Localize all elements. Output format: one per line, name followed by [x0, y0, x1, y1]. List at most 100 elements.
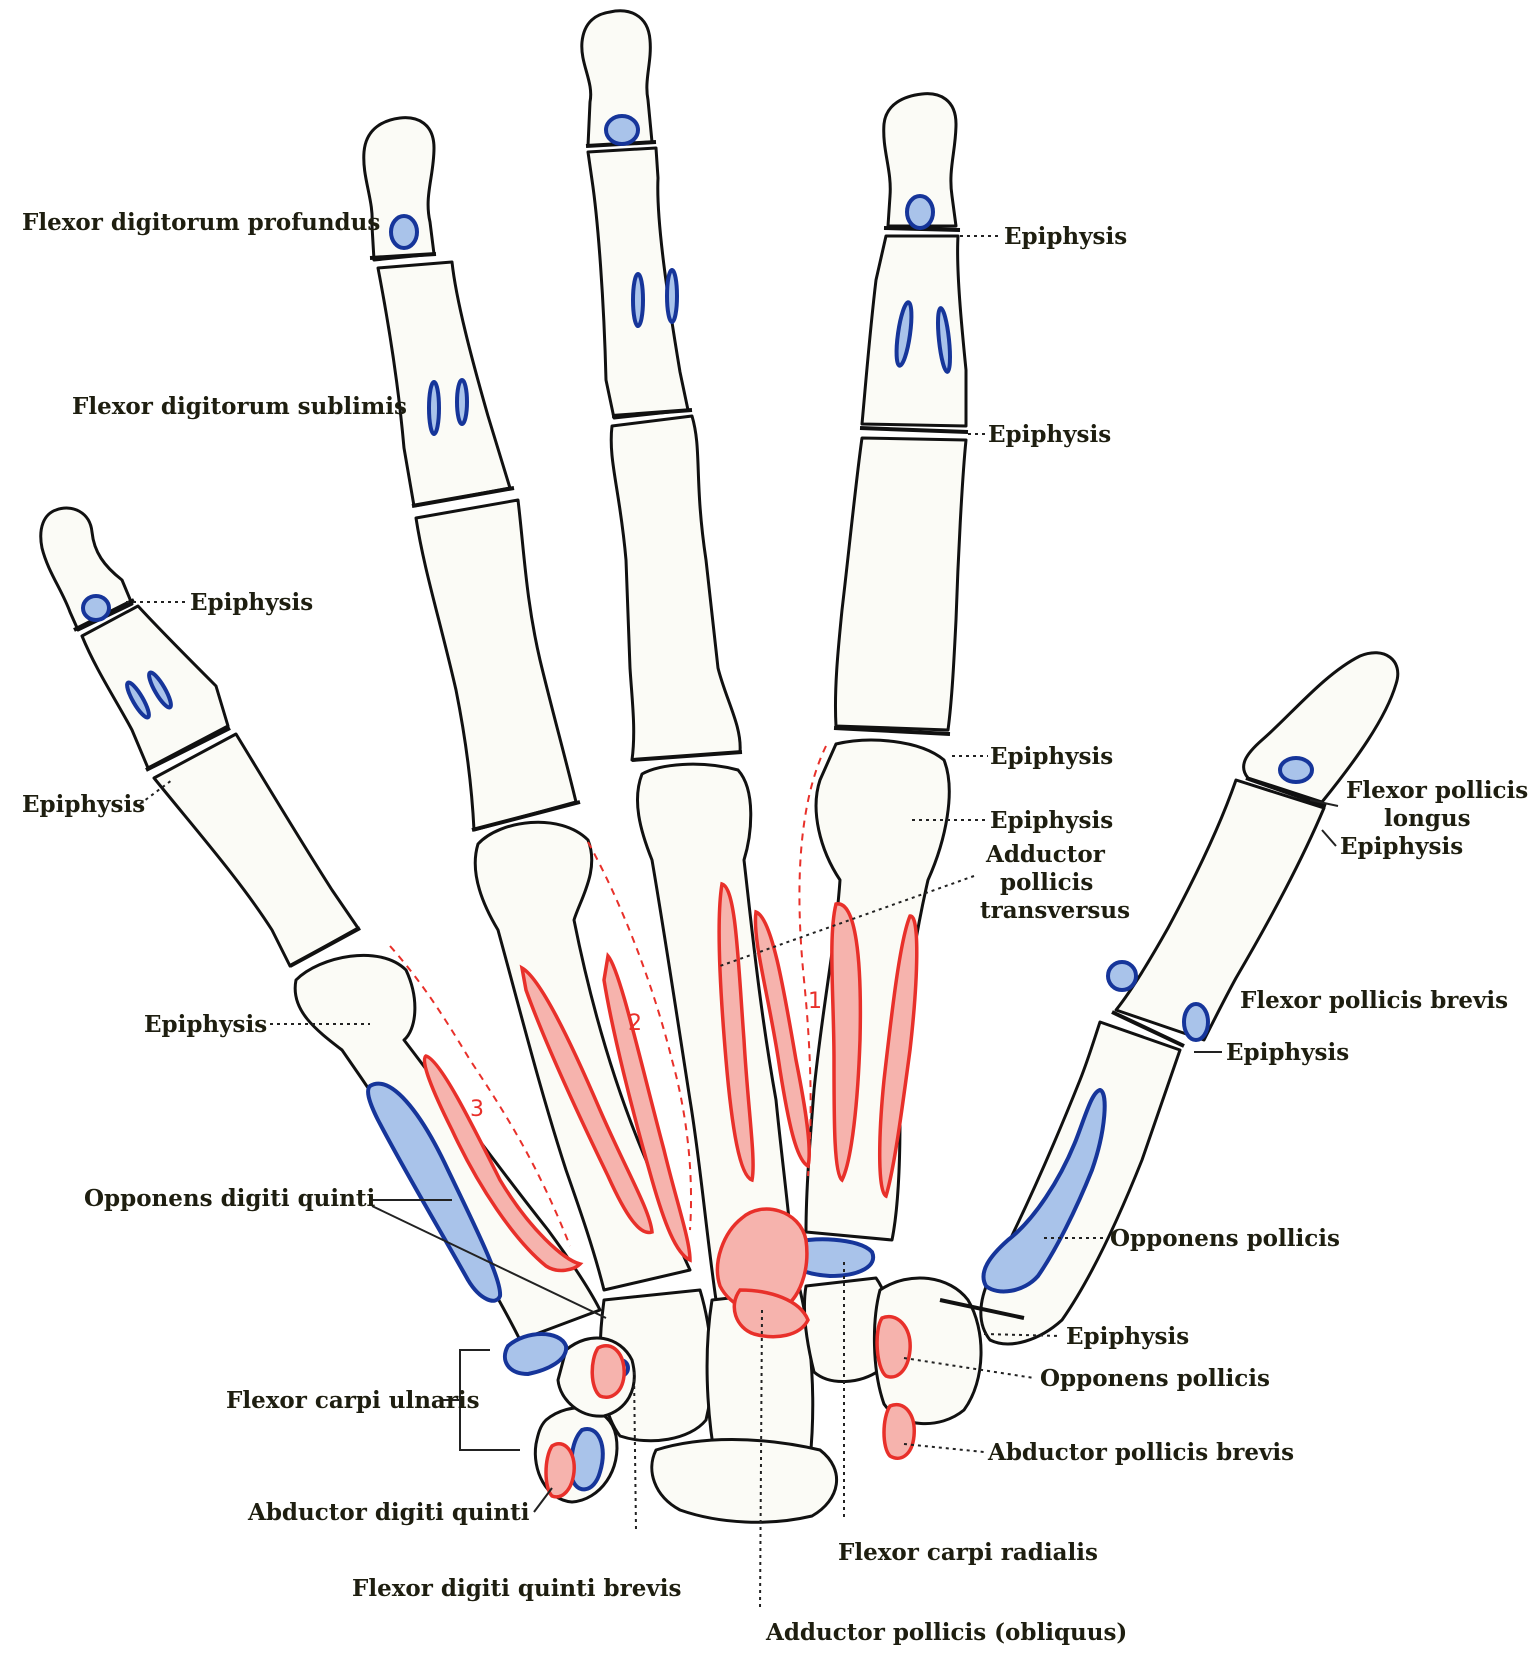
leader-flexor-pollicis-longus — [1309, 799, 1339, 807]
profundus-insertion-middle — [604, 114, 640, 146]
leader-adductor-obliquus — [759, 1309, 763, 1611]
interosseous-index-origin-a — [830, 902, 863, 1183]
flexor-pollicis-longus-insertion — [1278, 756, 1314, 784]
label-adductor-pollicis-transversus-2: pollicis — [1000, 869, 1093, 896]
pisiform-insertion — [569, 1427, 605, 1492]
label-flexor-digiti-quinti-brevis: Flexor digiti quinti brevis — [352, 1575, 681, 1602]
labels: Flexor digitorum profundus Flexor digito… — [22, 209, 1528, 1646]
label-epiphysis-little-distal: Epiphysis — [190, 589, 313, 616]
little-middle-joint — [145, 726, 231, 772]
ring-proximal-joint — [471, 800, 581, 832]
middle-middle-joint — [611, 408, 693, 418]
index-middle-joint — [859, 426, 969, 434]
leader-opponens-digiti-quinti-b — [371, 1205, 607, 1319]
leader-epiphysis-thumb-distal — [1321, 829, 1337, 847]
bones — [39, 9, 1400, 1524]
opponens-digiti-quinti-insertion — [366, 1081, 503, 1303]
leader-epiphysis-thumb-metacarpal — [983, 1333, 1061, 1337]
index-metacarpal — [804, 738, 951, 1242]
profundus-insertion-little — [81, 594, 111, 622]
thumb-proximal-insertion — [1106, 960, 1138, 992]
label-flexor-pollicis-longus-2: longus — [1384, 805, 1471, 832]
sublimis-insertion-ring-b — [455, 378, 469, 426]
sublimis-insertion-index-b — [936, 306, 952, 374]
label-opponens-pollicis-metacarpal: Opponens pollicis — [1110, 1225, 1340, 1252]
label-epiphysis-index-distal: Epiphysis — [1004, 223, 1127, 250]
leader-flexor-digiti-quinti-brevis — [633, 1371, 637, 1531]
sublimis-insertion-index-a — [894, 300, 914, 368]
opponens-pollicis-insertion — [981, 1087, 1107, 1294]
thumb-proximal-phalanx — [1114, 778, 1326, 1042]
thumb-metacarpal-joint — [939, 1298, 1025, 1320]
label-epiphysis-thumb-metacarpal: Epiphysis — [1066, 1323, 1189, 1350]
thumb-proximal-joint — [1111, 1010, 1185, 1048]
abductor-digiti-quinti-origin — [544, 1442, 576, 1499]
label-abductor-digiti-quinti: Abductor digiti quinti — [247, 1499, 530, 1526]
label-flexor-pollicis-longus-1: Flexor pollicis — [1346, 777, 1528, 804]
interosseous-middle-origin-b — [753, 909, 811, 1169]
label-adductor-pollicis-transversus-3: transversus — [980, 897, 1130, 924]
label-epiphysis-thumb-distal: Epiphysis — [1340, 833, 1463, 860]
index-proximal-phalanx — [833, 436, 968, 732]
label-adductor-pollicis-transversus-1: Adductor — [985, 841, 1106, 868]
profundus-insertion-index — [905, 194, 935, 230]
label-flexor-digitorum-profundus: Flexor digitorum profundus — [22, 209, 380, 236]
sublimis-insertion-ring-a — [427, 380, 441, 436]
interosseous-number-2: 2 — [628, 1011, 642, 1036]
label-flexor-pollicis-brevis: Flexor pollicis brevis — [1240, 987, 1508, 1014]
label-flexor-carpi-ulnaris: Flexor carpi ulnaris — [226, 1387, 480, 1414]
sublimis-insertion-little-b — [147, 670, 173, 710]
insertion-areas — [81, 114, 1314, 1492]
lunate-scaphoid — [650, 1438, 838, 1524]
ring-middle-joint — [411, 486, 515, 508]
middle-proximal-phalanx — [609, 414, 742, 762]
interosseous-middle-origin-a — [717, 881, 755, 1183]
ring-distal-joint — [369, 252, 437, 260]
abductor-pollicis-brevis-origin — [882, 1402, 916, 1460]
label-epiphysis-index-middle: Epiphysis — [988, 421, 1111, 448]
sublimis-insertion-middle-a — [631, 272, 645, 328]
leader-opponens-pollicis-trapezium — [903, 1357, 1035, 1379]
label-epiphysis-index-proximal: Epiphysis — [990, 743, 1113, 770]
interosseous-little-origin — [422, 1054, 584, 1273]
interosseous-ring-origin-b — [602, 952, 692, 1263]
profundus-insertion-ring — [389, 214, 419, 250]
label-opponens-pollicis-trapezium: Opponens pollicis — [1040, 1365, 1270, 1392]
interosseous-dashed-1 — [798, 745, 827, 1177]
little-proximal-phalanx — [152, 732, 360, 968]
flexor-pollicis-brevis-insertion — [1182, 1002, 1210, 1042]
leader-lines — [126, 235, 1339, 1611]
interosseous-dashed-3 — [389, 945, 571, 1247]
leader-adductor-transversus — [719, 875, 975, 967]
trapezium — [872, 1276, 983, 1426]
interosseous-index-origin-b — [878, 914, 919, 1199]
label-epiphysis-little-metacarpal: Epiphysis — [144, 1011, 267, 1038]
label-epiphysis-index-metacarpal: Epiphysis — [990, 807, 1113, 834]
origin-areas: 1 2 3 — [389, 745, 919, 1499]
leader-abductor-pollicis-brevis — [903, 1443, 985, 1453]
carpal-ulnar-insertion — [502, 1332, 569, 1377]
little-proximal-joint — [289, 926, 361, 968]
label-epiphysis-little-middle: Epiphysis — [22, 791, 145, 818]
sublimis-insertion-middle-b — [665, 268, 679, 324]
interosseous-ring-origin-a — [519, 964, 654, 1235]
interosseous-number-3: 3 — [470, 1097, 484, 1122]
label-adductor-pollicis-obliquus: Adductor pollicis (obliquus) — [765, 1619, 1127, 1646]
leader-abductor-digiti-quinti — [533, 1487, 553, 1513]
ring-proximal-phalanx — [414, 498, 578, 832]
label-flexor-carpi-radialis: Flexor carpi radialis — [838, 1539, 1098, 1566]
middle-proximal-joint — [631, 750, 743, 762]
label-abductor-pollicis-brevis: Abductor pollicis brevis — [987, 1439, 1294, 1466]
label-flexor-digitorum-sublimis: Flexor digitorum sublimis — [72, 393, 407, 420]
interosseous-number-1: 1 — [808, 989, 822, 1014]
opponens-pollicis-trapezium-origin — [875, 1314, 912, 1379]
sublimis-insertion-little-a — [125, 680, 151, 720]
capitate-origin — [732, 1288, 810, 1339]
label-opponens-digiti-quinti: Opponens digiti quinti — [84, 1185, 375, 1212]
flexor-digiti-quinti-brevis-origin — [590, 1344, 626, 1399]
label-epiphysis-thumb-proximal: Epiphysis — [1226, 1039, 1349, 1066]
ring-middle-phalanx — [376, 260, 512, 508]
index-middle-phalanx — [860, 234, 968, 428]
index-proximal-joint — [833, 726, 951, 736]
